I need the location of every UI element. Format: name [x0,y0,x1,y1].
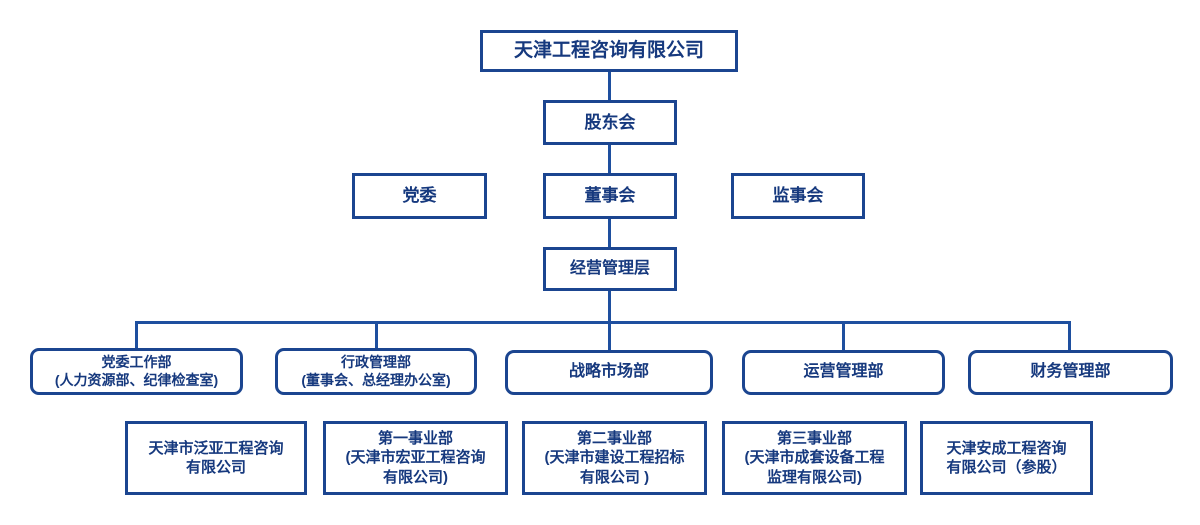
node-label: 战略市场部 [568,363,649,381]
node-dept-operations: 运营管理部 [742,350,945,395]
node-label: 天津安成工程咨询 [946,439,1067,457]
node-sublabel: (人力资源部、纪律检查室) [54,371,219,388]
node-shareholders-meeting: 股东会 [543,100,677,145]
connector-drop-dept-1 [135,321,138,348]
node-business-unit-1: 第一事业部 (天津市宏亚工程咨询 有限公司) [323,421,508,495]
node-label: 第三事业部 [776,430,852,448]
connector-drop-dept-2 [375,321,378,348]
node-sublabel: 有限公司（参股） [946,459,1067,476]
node-label: 经营管理层 [569,259,650,277]
node-label: 股东会 [584,112,636,132]
node-label: 运营管理部 [803,363,884,381]
connector-departments-rail [135,321,1071,324]
node-label: 党委工作部 [101,353,172,370]
node-dept-party-work: 党委工作部 (人力资源部、纪律检查室) [30,348,243,395]
node-business-unit-3: 第三事业部 (天津市成套设备工程 监理有限公司) [722,421,907,495]
node-sublabel: 有限公司) [383,468,448,486]
node-party-committee: 党委 [352,173,487,219]
node-sublabel: 监理有限公司) [767,468,862,486]
node-sublabel: (董事会、总经理办公室) [301,371,451,388]
connector-root-shareholders [608,72,611,100]
node-subsidiary-fanya: 天津市泛亚工程咨询 有限公司 [125,421,307,495]
node-sublabel: 有限公司 ) [579,468,650,486]
connector-drop-dept-5 [1068,321,1071,350]
node-supervisory-board: 监事会 [731,173,865,219]
node-label: 财务管理部 [1030,363,1111,381]
node-label: 党委 [402,186,437,206]
node-sublabel: (天津市建设工程招标 [544,449,685,467]
node-dept-finance: 财务管理部 [968,350,1173,395]
node-root-company: 天津工程咨询有限公司 [480,30,738,72]
node-sublabel: 有限公司 [185,459,246,476]
node-sublabel: (天津市成套设备工程 [744,449,885,467]
node-label: 天津市泛亚工程咨询 [148,439,284,457]
node-dept-strategy-market: 战略市场部 [505,350,713,395]
node-label: 第二事业部 [576,430,652,448]
node-business-unit-2: 第二事业部 (天津市建设工程招标 有限公司 ) [522,421,707,495]
node-dept-administration: 行政管理部 (董事会、总经理办公室) [275,348,477,395]
connector-shareholders-board [608,145,611,173]
node-label: 天津工程咨询有限公司 [513,39,704,61]
node-subsidiary-ancheng: 天津安成工程咨询 有限公司（参股） [920,421,1093,495]
connector-drop-dept-4 [842,321,845,350]
node-management-team: 经营管理层 [543,247,677,291]
node-label: 董事会 [584,186,636,206]
node-label: 第一事业部 [377,430,453,448]
node-label: 监事会 [772,186,824,206]
node-sublabel: (天津市宏亚工程咨询 [345,449,486,467]
node-label: 行政管理部 [341,353,411,370]
node-board-of-directors: 董事会 [543,173,677,219]
connector-board-management [608,219,611,247]
